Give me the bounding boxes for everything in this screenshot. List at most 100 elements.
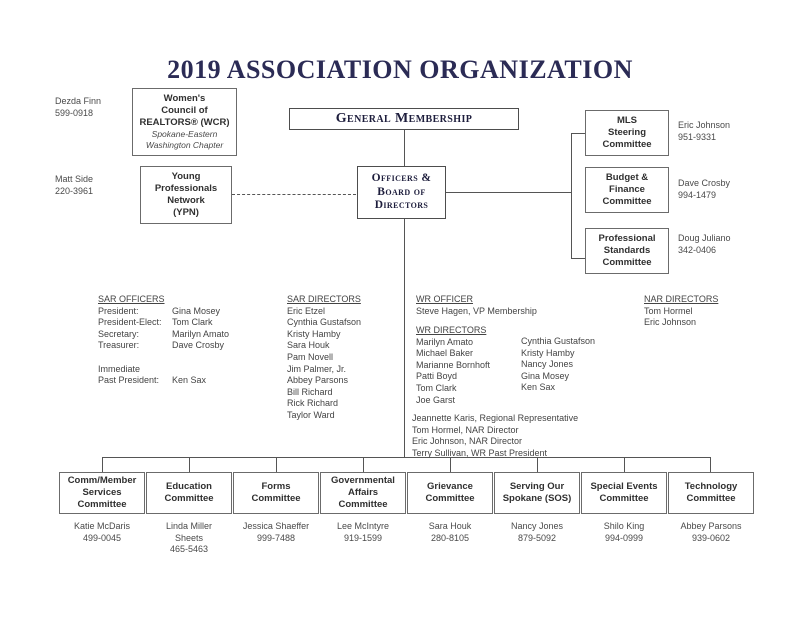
wcr-line-3: REALTORS® (WCR) [139, 117, 230, 128]
contact-mls-name: Eric Johnson [678, 120, 731, 130]
contact-mls-phone: 951-9331 [678, 131, 717, 142]
bottom-committee-bus [102, 457, 710, 458]
contact-committee-5-phone: 879-5092 [517, 532, 557, 543]
sar-director-name: Bill Richard [287, 386, 333, 397]
sar-director-name: Abbey Parsons [287, 375, 349, 386]
contact-committee-1: Linda Miller Sheets 465-5463 [146, 521, 232, 556]
contact-committee-6-phone: 994-0999 [604, 532, 644, 543]
contact-budget: Dave Crosby 994-1479 [678, 178, 730, 201]
contact-committee-0: Katie McDaris 499-0045 [59, 521, 145, 544]
contact-wcr: Dezda Finn 599-0918 [55, 96, 101, 119]
box-committee-serving-our-spokane[interactable]: Serving Our Spokane (SOS) [494, 472, 580, 514]
box-committee-comm-member-services[interactable]: Comm/Member Services Committee [59, 472, 145, 514]
contact-ypn-phone: 220-3961 [55, 185, 94, 196]
sar-officer-label-2: Secretary: [98, 328, 140, 339]
sar-officer-row: Secretary:Marilyn Amato [98, 329, 229, 341]
contact-professional-name: Doug Juliano [678, 233, 731, 243]
box-officers-and-board-of-directors[interactable]: Officers & Board of Directors [357, 166, 446, 219]
mls-line-2: Steering [607, 127, 646, 138]
box-committee-grievance[interactable]: Grievance Committee [407, 472, 493, 514]
committee-3-line-3: Committee [338, 499, 388, 510]
drop-committee-5 [537, 457, 538, 472]
committee-7-line-1: Technology [684, 481, 738, 492]
wcr-line-1: Women's [163, 93, 206, 104]
roster-representatives: Jeannette Karis, Regional Representative… [412, 413, 578, 459]
contact-committee-1-phone: 465-5463 [169, 544, 209, 554]
drop-committee-6 [624, 457, 625, 472]
connector-officers-to-bottom-bus [404, 219, 405, 457]
box-committee-forms[interactable]: Forms Committee [233, 472, 319, 514]
contact-committee-4-name: Sara Houk [428, 521, 472, 531]
wr-director-name: Cynthia Gustafson [521, 336, 596, 346]
committee-1-line-1: Education [166, 481, 212, 492]
box-committee-education[interactable]: Education Committee [146, 472, 232, 514]
contact-ypn-name: Matt Side [55, 174, 94, 184]
box-mls-steering-committee[interactable]: MLS Steering Committee [585, 110, 669, 156]
contact-committee-5: Nancy Jones 879-5092 [494, 521, 580, 544]
contact-committee-2-phone: 999-7488 [256, 532, 296, 543]
drop-committee-3 [363, 457, 364, 472]
box-professional-standards-committee[interactable]: Professional Standards Committee [585, 228, 669, 274]
drop-committee-4 [450, 457, 451, 472]
wr-director-name: Marilyn Amato [416, 336, 474, 347]
box-young-professionals-network[interactable]: Young Professionals Network (YPN) [140, 166, 232, 224]
drop-committee-2 [276, 457, 277, 472]
sar-directors-heading: SAR DIRECTORS [287, 294, 361, 304]
roster-nar-directors: NAR DIRECTORS Tom Hormel Eric Johnson [644, 294, 718, 329]
ypn-line-3: Network [167, 195, 205, 206]
committee-4-line-1: Grievance [427, 481, 473, 492]
nar-director-name: Tom Hormel [644, 305, 693, 316]
budget-line-1: Budget & [605, 172, 649, 183]
box-committee-governmental-affairs[interactable]: Governmental Affairs Committee [320, 472, 406, 514]
drop-committee-7 [710, 457, 711, 472]
contact-committee-5-name: Nancy Jones [510, 521, 564, 531]
roster-spacer [98, 352, 229, 364]
sar-past-president-name: Ken Sax [172, 375, 207, 386]
connector-officers-to-committee-spine [446, 192, 571, 193]
sar-director-name: Cynthia Gustafson [287, 317, 362, 328]
wr-director-name: Tom Clark [416, 382, 457, 393]
ypn-line-1: Young [171, 171, 201, 182]
page-title: 2019 ASSOCIATION ORGANIZATION [167, 55, 633, 84]
contact-committee-7: Abbey Parsons 939-0602 [666, 521, 756, 544]
contact-committee-1-name2: Sheets [174, 532, 204, 543]
wr-director-name: Joe Garst [416, 394, 456, 405]
professional-line-1: Professional [598, 233, 656, 244]
roster-sar-directors: SAR DIRECTORS Eric Etzel Cynthia Gustafs… [287, 294, 361, 422]
right-committee-spine [571, 133, 572, 258]
connector-spine-to-professional [571, 258, 585, 259]
box-committee-special-events[interactable]: Special Events Committee [581, 472, 667, 514]
sar-director-name: Rick Richard [287, 398, 339, 409]
contact-committee-7-name: Abbey Parsons [680, 521, 742, 531]
box-committee-technology[interactable]: Technology Committee [668, 472, 754, 514]
contact-committee-2-name: Jessica Shaeffer [242, 521, 310, 531]
wr-director-name: Marianne Bornhoft [416, 359, 491, 370]
wr-director-name: Ken Sax [521, 382, 556, 393]
contact-committee-2: Jessica Shaeffer 999-7488 [231, 521, 321, 544]
committee-2-line-2: Committee [251, 493, 301, 504]
sar-officer-row: President:Gina Mosey [98, 306, 229, 318]
connector-membership-to-officers [404, 130, 405, 166]
committee-3-line-1: Governmental [331, 475, 395, 486]
connector-ypn-to-officers [232, 194, 356, 195]
sar-director-name: Eric Etzel [287, 305, 326, 316]
contact-committee-4-phone: 280-8105 [430, 532, 470, 543]
wcr-sub-1: Spokane-Eastern [151, 129, 218, 139]
box-budget-finance-committee[interactable]: Budget & Finance Committee [585, 167, 669, 213]
box-general-membership[interactable]: General Membership [289, 108, 519, 130]
box-womens-council-of-realtors[interactable]: Women's Council of REALTORS® (WCR) Spoka… [132, 88, 237, 156]
wr-officer-heading: WR OFFICER [416, 294, 473, 304]
sar-director-name: Jim Palmer, Jr. [287, 363, 347, 374]
contact-professional: Doug Juliano 342-0406 [678, 233, 731, 256]
roster-wr-directors-col2: Cynthia Gustafson Kristy Hamby Nancy Jon… [521, 336, 595, 394]
budget-line-2: Finance [609, 184, 645, 195]
sar-officers-heading: SAR OFFICERS [98, 294, 165, 304]
sar-officer-name-3: Dave Crosby [172, 340, 225, 351]
general-membership-label: General Membership [335, 111, 473, 126]
contact-committee-3: Lee McIntyre 919-1599 [320, 521, 406, 544]
sar-officer-row: President-Elect:Tom Clark [98, 317, 229, 329]
drop-committee-1 [189, 457, 190, 472]
wr-officer-name: Steve Hagen, VP Membership [416, 305, 537, 316]
contact-committee-7-phone: 939-0602 [691, 532, 731, 543]
